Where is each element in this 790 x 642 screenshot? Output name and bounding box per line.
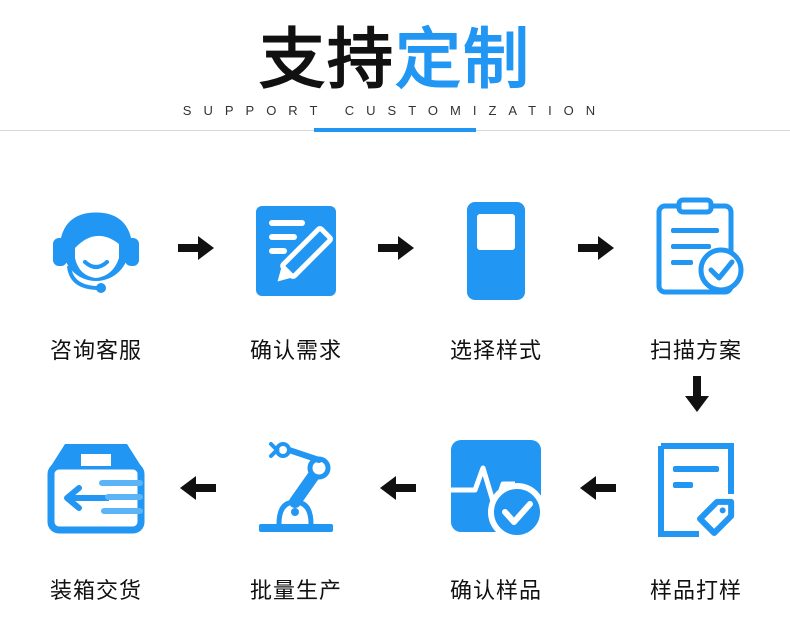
arrow-left-icon bbox=[180, 476, 216, 500]
step-label: 样品打样 bbox=[649, 579, 742, 604]
title-accent: 定制 bbox=[395, 21, 531, 98]
step-consult-service: 咨询客服 bbox=[36, 196, 156, 366]
step-label: 装箱交货 bbox=[49, 579, 142, 604]
step-label: 扫描方案 bbox=[649, 339, 742, 364]
step-label: 选择样式 bbox=[449, 339, 542, 364]
title-main: 支持 bbox=[259, 21, 395, 98]
page-subtitle: SUPPORT CUSTOMIZATION bbox=[182, 103, 608, 118]
step-choose-style: 选择样式 bbox=[436, 196, 556, 366]
step-confirm-sample: 确认样品 bbox=[436, 436, 556, 606]
clipboard-check-icon bbox=[656, 197, 744, 295]
header-divider-accent bbox=[314, 128, 476, 132]
arrow-right-icon bbox=[578, 236, 614, 260]
edit-document-icon bbox=[256, 206, 336, 296]
step-sample-proofing: 样品打样 bbox=[636, 436, 756, 606]
document-tag-icon bbox=[658, 443, 735, 537]
customer-service-headset-icon bbox=[53, 212, 139, 293]
step-label: 确认需求 bbox=[249, 339, 342, 364]
arrow-left-icon bbox=[580, 476, 616, 500]
step-mass-production: 批量生产 bbox=[236, 436, 356, 606]
page-title: 支持定制 bbox=[0, 18, 790, 102]
step-packing-delivery: 装箱交货 bbox=[36, 436, 156, 606]
robot-arm-icon bbox=[259, 442, 333, 532]
step-confirm-requirements: 确认需求 bbox=[236, 196, 356, 366]
arrow-right-icon bbox=[378, 236, 414, 260]
arrow-down-icon bbox=[685, 376, 709, 412]
phone-card-icon bbox=[467, 202, 525, 300]
chart-check-icon bbox=[451, 440, 546, 541]
step-label: 批量生产 bbox=[249, 579, 342, 604]
arrow-left-icon bbox=[380, 476, 416, 500]
box-delivery-icon bbox=[47, 444, 145, 534]
step-scan-plan: 扫描方案 bbox=[636, 196, 756, 366]
step-label: 咨询客服 bbox=[49, 339, 142, 364]
step-label: 确认样品 bbox=[449, 579, 542, 604]
arrow-right-icon bbox=[178, 236, 214, 260]
